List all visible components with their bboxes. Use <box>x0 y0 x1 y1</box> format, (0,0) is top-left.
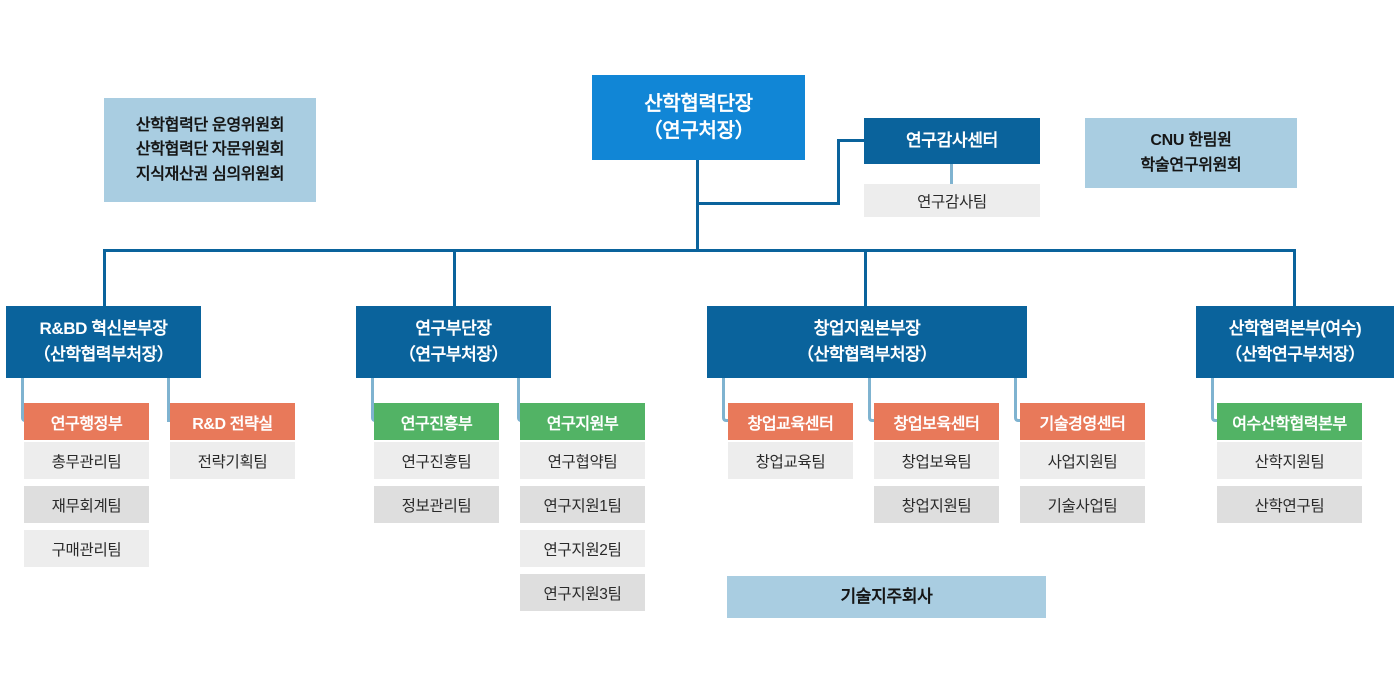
dept-header-startup-incubation[interactable]: 창업보육센터 <box>874 403 999 440</box>
team-cell-industry-research[interactable]: 산학연구팀 <box>1217 486 1362 523</box>
division-title-line1: 산학협력본부(여수) <box>1228 318 1362 338</box>
team-cell-research-support-1[interactable]: 연구지원1팀 <box>520 486 645 523</box>
dept-label: 여수산학협력본부 <box>1232 415 1347 433</box>
dept-header-research-promotion[interactable]: 연구진흥부 <box>374 403 499 440</box>
node-committees: 산학협력단 운영위원회 산학협력단 자문위원회 지식재산권 심의위원회 <box>104 98 316 202</box>
node-division-yeosu[interactable]: 산학협력본부(여수) （산학연구부처장） <box>1196 306 1394 378</box>
team-label: 창업보육팀 <box>901 453 972 471</box>
connector-bus-to-yeosu <box>1293 249 1296 307</box>
team-label: 연구협약팀 <box>547 453 618 471</box>
dept-header-rnd-strategy[interactable]: R&D 전략실 <box>170 403 295 440</box>
node-division-rnbd[interactable]: R&BD 혁신본부장 （산학협력부처장） <box>6 306 201 378</box>
team-label: 구매관리팀 <box>51 541 122 559</box>
division-title-line2: （산학협력부처장） <box>33 345 174 364</box>
team-label: 산학연구팀 <box>1254 497 1325 515</box>
division-title-line2: （연구부처장） <box>398 345 509 364</box>
team-cell-startup-education[interactable]: 창업교육팀 <box>728 442 853 479</box>
dept-header-yeosu-cooperation[interactable]: 여수산학협력본부 <box>1217 403 1362 440</box>
connector-root-to-audit-horizontal <box>696 202 840 205</box>
committee-line-3: 지식재산권 심의위원회 <box>135 165 285 183</box>
node-division-research[interactable]: 연구부단장 （연구부처장） <box>356 306 551 378</box>
dept-header-research-support[interactable]: 연구지원부 <box>520 403 645 440</box>
team-cell-strategy-planning[interactable]: 전략기획팀 <box>170 442 295 479</box>
team-label: 연구지원2팀 <box>543 541 622 559</box>
team-cell-information-management[interactable]: 정보관리팀 <box>374 486 499 523</box>
team-label: 기술사업팀 <box>1047 497 1118 515</box>
team-label: 연구지원3팀 <box>543 585 622 603</box>
node-holding-company: 기술지주회사 <box>727 576 1046 618</box>
committee-line-1: 산학협력단 운영위원회 <box>135 117 285 135</box>
team-label: 창업교육팀 <box>755 453 826 471</box>
advisory-line-2: 학술연구위원회 <box>1140 156 1242 174</box>
team-cell-industry-support[interactable]: 산학지원팀 <box>1217 442 1362 479</box>
connector-audit-to-team <box>950 164 953 184</box>
team-label: 연구지원1팀 <box>543 497 622 515</box>
team-cell-research-support-3[interactable]: 연구지원3팀 <box>520 574 645 611</box>
dept-label: R&D 전략실 <box>192 415 273 433</box>
division-title-line1: 창업지원본부장 <box>813 318 921 338</box>
connector-main-bus <box>103 249 1296 252</box>
team-label: 연구감사팀 <box>917 193 987 211</box>
connector-audit-inlet <box>837 139 865 142</box>
team-label: 연구진흥팀 <box>401 453 472 471</box>
connector-bus-to-rnbd <box>103 249 106 307</box>
node-audit-center[interactable]: 연구감사센터 <box>864 118 1040 164</box>
team-label: 재무회계팀 <box>51 497 122 515</box>
team-label: 산학지원팀 <box>1254 453 1325 471</box>
advisory-line-1: CNU 한림원 <box>1150 132 1232 150</box>
division-title-line2: （산학협력부처장） <box>797 345 937 364</box>
connector-audit-riser <box>837 139 840 205</box>
dept-header-startup-education[interactable]: 창업교육센터 <box>728 403 853 440</box>
dept-label: 연구진흥부 <box>400 415 473 433</box>
root-title-line1: 산학협력단장 <box>644 93 753 116</box>
team-label: 총무관리팀 <box>51 453 122 471</box>
team-cell-startup-incubation[interactable]: 창업보육팀 <box>874 442 999 479</box>
dept-label: 창업교육센터 <box>747 415 834 433</box>
team-label: 사업지원팀 <box>1047 453 1118 471</box>
dept-label: 기술경영센터 <box>1039 415 1126 433</box>
team-label: 창업지원팀 <box>901 497 972 515</box>
team-cell-business-support[interactable]: 사업지원팀 <box>1020 442 1145 479</box>
team-cell-startup-support[interactable]: 창업지원팀 <box>874 486 999 523</box>
node-advisory-council: CNU 한림원 학술연구위원회 <box>1085 118 1297 188</box>
division-title-line1: 연구부단장 <box>415 318 492 338</box>
division-title-line1: R&BD 혁신본부장 <box>39 318 168 338</box>
team-cell-finance[interactable]: 재무회계팀 <box>24 486 149 523</box>
connector-root-stem <box>696 159 699 252</box>
dept-header-tech-management[interactable]: 기술경영센터 <box>1020 403 1145 440</box>
team-cell-research-support-2[interactable]: 연구지원2팀 <box>520 530 645 567</box>
team-cell-research-promotion[interactable]: 연구진흥팀 <box>374 442 499 479</box>
dept-label: 연구행정부 <box>50 415 123 433</box>
team-cell-tech-business[interactable]: 기술사업팀 <box>1020 486 1145 523</box>
holding-company-label: 기술지주회사 <box>840 586 933 606</box>
connector-bus-to-startup <box>864 249 867 307</box>
team-cell-audit[interactable]: 연구감사팀 <box>864 184 1040 217</box>
committee-line-2: 산학협력단 자문위원회 <box>135 141 285 159</box>
team-cell-purchasing[interactable]: 구매관리팀 <box>24 530 149 567</box>
node-division-startup[interactable]: 창업지원본부장 （산학협력부처장） <box>707 306 1027 378</box>
audit-center-title: 연구감사센터 <box>905 130 999 150</box>
connector-bus-to-research <box>453 249 456 307</box>
root-title-line2: （연구처장） <box>642 119 755 142</box>
team-cell-general-affairs[interactable]: 총무관리팀 <box>24 442 149 479</box>
team-label: 정보관리팀 <box>401 497 472 515</box>
dept-label: 연구지원부 <box>546 415 619 433</box>
dept-header-research-admin[interactable]: 연구행정부 <box>24 403 149 440</box>
node-root-director[interactable]: 산학협력단장 （연구처장） <box>592 75 805 160</box>
division-title-line2: （산학연구부처장） <box>1225 345 1365 364</box>
dept-label: 창업보육센터 <box>893 415 980 433</box>
team-label: 전략기획팀 <box>197 453 268 471</box>
team-cell-research-agreement[interactable]: 연구협약팀 <box>520 442 645 479</box>
